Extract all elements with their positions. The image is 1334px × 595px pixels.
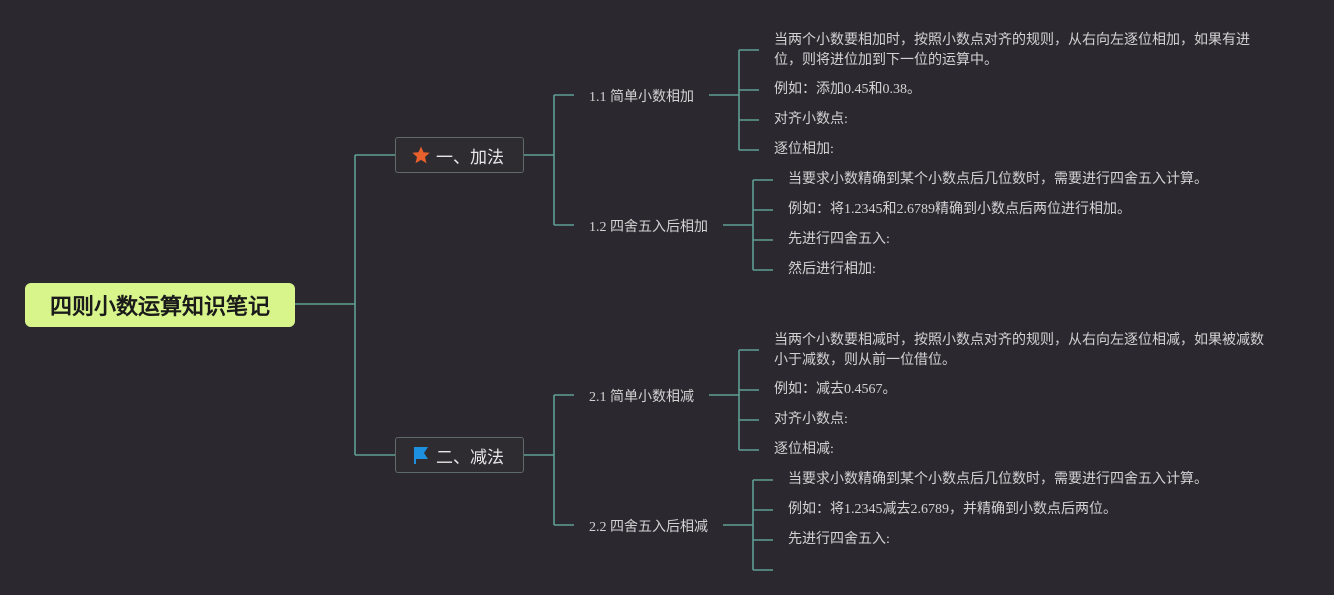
- subtopic-rounded-addition[interactable]: 1.2 四舍五入后相加: [589, 220, 708, 235]
- subtopic-rounded-subtraction[interactable]: 2.2 四舍五入后相减: [589, 520, 708, 535]
- leaf-note[interactable]: 然后进行相加:: [788, 262, 876, 277]
- branch-subtraction[interactable]: 二、减法: [395, 437, 524, 473]
- flag-icon: [410, 444, 432, 466]
- leaf-note[interactable]: 当两个小数要相减时，按照小数点对齐的规则，从右向左逐位相减，如果被减数小于减数，…: [774, 333, 1264, 368]
- leaf-note[interactable]: 当要求小数精确到某个小数点后几位数时，需要进行四舍五入计算。: [788, 172, 1208, 187]
- subtopic-simple-subtraction[interactable]: 2.1 简单小数相减: [589, 390, 694, 405]
- leaf-note[interactable]: 例如：添加0.45和0.38。: [774, 82, 921, 97]
- branch-label: 一、加法: [436, 147, 504, 168]
- leaf-note[interactable]: 对齐小数点:: [774, 112, 848, 127]
- root-topic[interactable]: 四则小数运算知识笔记: [25, 283, 295, 327]
- branch-addition[interactable]: 一、加法: [395, 137, 524, 173]
- leaf-note[interactable]: 逐位相减:: [774, 442, 834, 457]
- leaf-note[interactable]: 当要求小数精确到某个小数点后几位数时，需要进行四舍五入计算。: [788, 472, 1208, 487]
- leaf-note[interactable]: 例如：将1.2345减去2.6789，并精确到小数点后两位。: [788, 502, 1117, 517]
- leaf-note[interactable]: 当两个小数要相加时，按照小数点对齐的规则，从右向左逐位相加，如果有进位，则将进位…: [774, 33, 1250, 68]
- leaf-note[interactable]: 先进行四舍五入:: [788, 232, 890, 247]
- leaf-note[interactable]: 例如：减去0.4567。: [774, 382, 897, 397]
- branch-label: 二、减法: [436, 447, 504, 468]
- star-icon: [410, 144, 432, 166]
- leaf-note[interactable]: 先进行四舍五入:: [788, 532, 890, 547]
- leaf-note[interactable]: 逐位相加:: [774, 142, 834, 157]
- subtopic-simple-addition[interactable]: 1.1 简单小数相加: [589, 90, 694, 105]
- leaf-note[interactable]: 例如：将1.2345和2.6789精确到小数点后两位进行相加。: [788, 202, 1131, 217]
- leaf-note[interactable]: 对齐小数点:: [774, 412, 848, 427]
